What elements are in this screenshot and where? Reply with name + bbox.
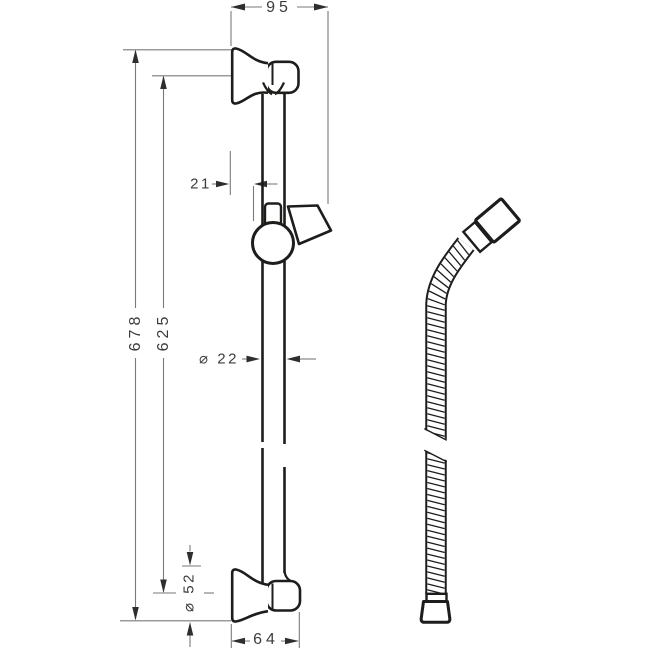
dim-label-height-bar: 625 [155,312,172,352]
dim-95 [230,3,329,204]
hose-top-nut [474,197,521,244]
hose-bottom-nut [419,600,452,624]
handshower-holder [286,204,333,246]
dim-678 [120,49,235,622]
wall-bar-rail [261,94,294,584]
top-wall-bracket [230,47,300,105]
dim-label-dia-escutcheon: ⌀ 52 [180,572,198,612]
dim-label-height-overall: 678 [127,312,144,352]
dim-label-width-top: 95 [266,0,292,16]
slider-body [251,221,295,265]
dim-64 [230,612,300,648]
hose-break-gap [419,427,451,462]
dim-22 [242,355,316,363]
dim-label-slider-offset: 21 [190,175,212,193]
dim-52 [182,545,201,647]
dim-625 [152,75,235,594]
dim-label-width-bottom: 64 [253,631,279,648]
slider-holder [251,202,333,265]
shower-hose [419,197,521,624]
dim-label-dia-bar: ⌀ 22 [199,350,239,368]
bottom-wall-bracket [230,568,302,623]
